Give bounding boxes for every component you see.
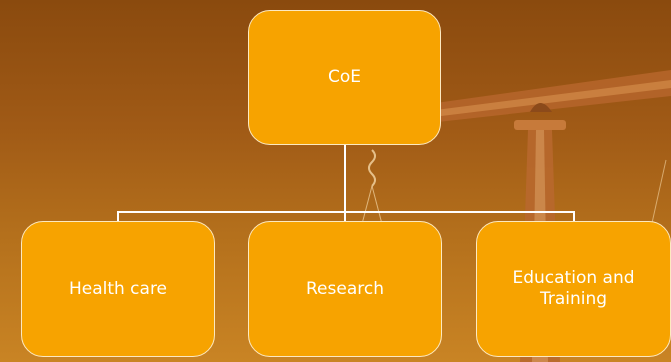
child-node-label: Education and Training (512, 268, 635, 309)
child-node-health-care: Health care (21, 221, 215, 357)
scale-pivot (530, 103, 552, 112)
child-node-research: Research (248, 221, 442, 357)
root-node: CoE (248, 10, 441, 145)
child-node-label: Health care (68, 278, 168, 299)
scale-chain (368, 149, 376, 187)
root-node-label: CoE (327, 67, 361, 87)
child-node-label: Research (306, 278, 384, 299)
child-node-education-and-training: Education and Training (476, 221, 671, 357)
